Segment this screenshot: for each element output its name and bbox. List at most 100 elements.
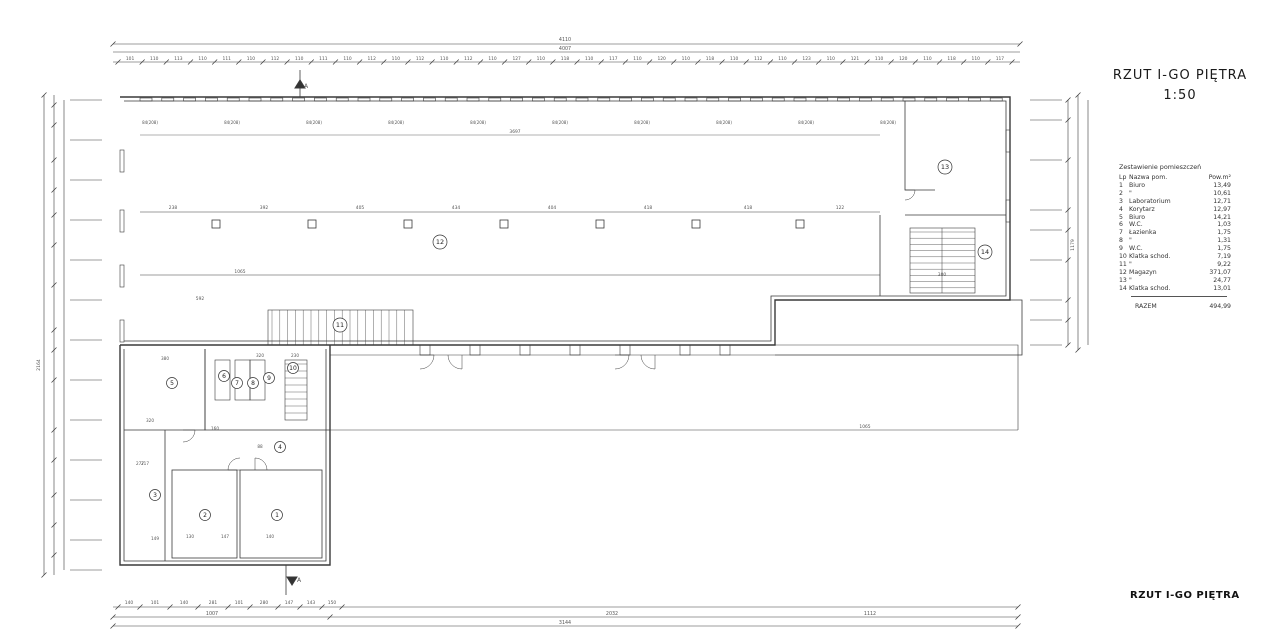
pilaster [679,344,691,356]
window-tag: 84(208) [716,120,732,125]
column [795,219,805,229]
schedule-row-name: W.C. [1129,245,1143,253]
top-segment-dimension: 112 [464,56,473,62]
dimension-tick [247,604,253,610]
top-segment-dimension: 118 [561,56,570,62]
room-number-circle [166,377,178,389]
right-overall-dimension: 1179 [1070,239,1076,251]
schedule-row-name: " [1129,189,1132,197]
schedule-row-area: 371,07 [1209,268,1231,276]
dimension-tick [41,572,47,578]
top-segment-dimension: 110 [295,56,304,62]
dimension-tick [51,552,57,558]
bottom-segment-dimension: 140 [180,600,189,606]
schedule-row-name: " [1129,260,1132,268]
window-slot [902,97,916,102]
room-number: 8 [251,380,255,387]
window-tag: 84(208) [552,120,568,125]
room-number-circle [231,377,243,389]
room-2-walls [171,469,238,559]
partition-room-13 [904,101,935,191]
dimension-tick [1017,41,1023,47]
window-slot [466,97,480,102]
window-slot [444,97,458,102]
dimension-tick [1065,317,1071,323]
schedule-row: 13"24,77 [1119,277,1231,285]
top-segment-dimension: 123 [802,56,811,62]
window-slot [532,97,545,102]
schedule-row-name: Biuro [1129,213,1146,221]
room-number-circle [937,159,953,175]
dimension-tick [236,59,242,65]
top-segment-dimension: 118 [947,56,956,62]
outer-wall-upper [120,96,1011,346]
section-marker-label: A [297,577,302,584]
dimension-tick [670,59,677,65]
window-slot [728,97,741,102]
top-segment-dimension: 110 [392,56,401,62]
schedule-col-area: Pow.m² [1208,174,1231,181]
dimension-tick [912,59,919,65]
dimension-tick [110,623,116,629]
top-segment-dimension: 110 [972,56,981,62]
window-tag: 84(208) [388,120,404,125]
lower-wing-inner [123,349,327,562]
dimension-tick [743,59,749,65]
bottom-mid-dimension: 2032 [606,611,618,617]
door-swing [182,429,196,443]
lower-wing-outer [119,345,331,566]
schedule-row-area: 13,49 [1213,181,1231,189]
dimension-tick [339,604,345,610]
room-number-circle [332,317,348,333]
pilaster [469,344,481,356]
lower-right-dimension: 1065 [859,424,870,430]
room-number-circle [218,370,230,382]
schedule-row-lp: 12 [1119,268,1127,276]
schedule-total-row: RAZEM 494,99 [1119,303,1231,310]
window-tag: 84(208) [880,120,896,125]
room-dimension: 320 [146,418,154,423]
top-segment-dimension: 110 [923,56,932,62]
schedule-row-lp: 3 [1119,197,1123,205]
top-segment-dimension: 120 [899,56,908,62]
window-slot [335,97,349,102]
dimension-tick [115,604,121,610]
schedule-row-name: W.C. [1129,221,1143,229]
dimension-tick [1009,59,1015,65]
schedule-row-name: " [1129,276,1132,284]
dimension-tick [167,604,173,610]
top-segment-dimension: 110 [682,56,691,62]
dimension-tick [275,604,281,610]
window-slot [859,97,872,102]
dimension-tick [51,212,57,218]
dimension-tick [888,59,894,65]
wc-cell [214,359,231,401]
sheet-title: RZUT I-GO PIĘTRA [1130,590,1240,601]
stair-10-outline [284,359,308,421]
window-slot [314,97,327,102]
door-swing [227,457,241,471]
dimension-tick [51,377,57,383]
grid-span-dimension: 392 [260,205,269,211]
dimension-tick [1065,257,1071,263]
top-segment-dimension: 117 [609,56,618,62]
grid-span-dimension: 418 [644,205,653,211]
top-segment-dimension: 117 [996,56,1005,62]
schedule-row: 2"10,61 [1119,190,1231,198]
inner-run-dimension: 592 [196,296,205,302]
top-segment-dimension: 101 [126,56,135,62]
window-slot [706,97,720,102]
window-slot [226,97,240,102]
pilaster [569,344,581,356]
room-number: 14 [981,248,989,256]
schedule-row-lp: 4 [1119,205,1123,213]
dimension-tick [526,59,532,65]
window-slot [292,97,305,102]
window-tag: 84(208) [142,120,158,125]
dimension-tick [51,102,57,108]
top-inner-dimension: 4007 [559,46,571,52]
window-slot [161,97,175,102]
dimension-tick [477,59,484,65]
